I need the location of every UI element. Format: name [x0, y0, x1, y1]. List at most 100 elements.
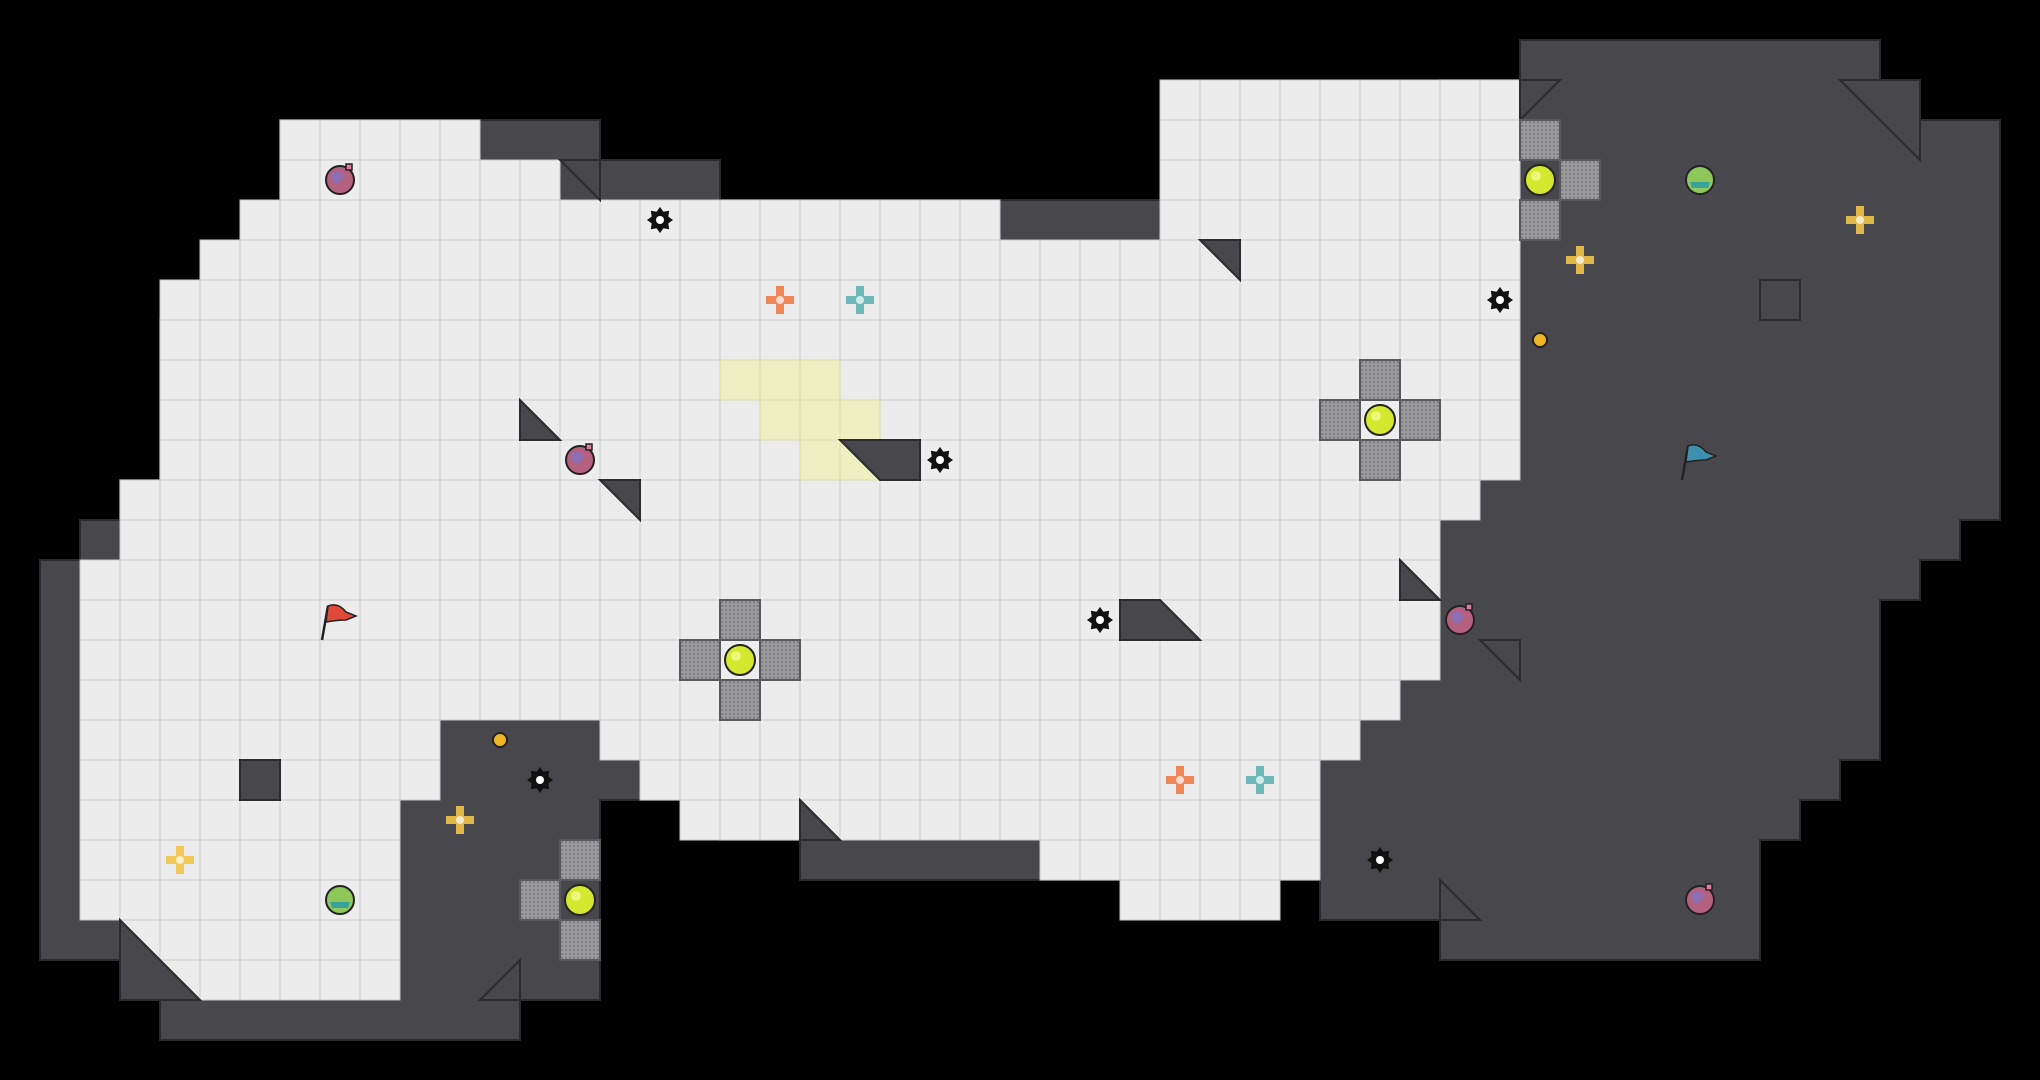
- floor-cell: [1279, 559, 1321, 601]
- floor-cell: [239, 639, 281, 681]
- floor-cell: [799, 639, 841, 681]
- floor-cell: [1399, 599, 1441, 641]
- purple-potion-icon[interactable]: [325, 163, 355, 195]
- floor-cell: [279, 199, 321, 241]
- floor-cell: [1399, 319, 1441, 361]
- green-gem-icon[interactable]: [1685, 165, 1715, 195]
- yellow-orb-icon[interactable]: [724, 644, 756, 676]
- floor-cell: [359, 159, 401, 201]
- floor-cell: [1119, 279, 1161, 321]
- floor-cell: [559, 359, 601, 401]
- orange-cross-icon[interactable]: [1166, 766, 1194, 794]
- floor-cell: [1279, 439, 1321, 481]
- teal-cross-icon[interactable]: [1246, 766, 1274, 794]
- grate-block: [719, 599, 761, 641]
- purple-potion-icon[interactable]: [1685, 883, 1715, 915]
- floor-cell: [239, 239, 281, 281]
- yellow-cross-icon[interactable]: [166, 846, 194, 874]
- floor-cell: [1399, 239, 1441, 281]
- floor-cell: [839, 799, 881, 841]
- floor-cell: [999, 399, 1041, 441]
- floor-cell: [1079, 719, 1121, 761]
- floor-cell: [1239, 279, 1281, 321]
- floor-cell: [839, 359, 881, 401]
- teal-cross-icon[interactable]: [846, 286, 874, 314]
- floor-cell: [1199, 519, 1241, 561]
- floor-cell: [599, 359, 641, 401]
- floor-cell: [1399, 79, 1441, 121]
- floor-cell: [1359, 599, 1401, 641]
- floor-cell: [479, 159, 521, 201]
- floor-cell: [679, 239, 721, 281]
- floor-cell: [199, 599, 241, 641]
- yellow-orb-icon[interactable]: [564, 884, 596, 916]
- floor-cell: [1479, 119, 1521, 161]
- floor-cell: [559, 399, 601, 441]
- floor-cell: [919, 599, 961, 641]
- floor-cell: [999, 639, 1041, 681]
- floor-cell: [359, 479, 401, 521]
- floor-cell: [879, 559, 921, 601]
- player-blue-flag[interactable]: [1680, 444, 1719, 481]
- orange-cross-icon[interactable]: [766, 286, 794, 314]
- floor-cell: [479, 399, 521, 441]
- ramp-block: [519, 397, 563, 441]
- floor-cell: [519, 239, 561, 281]
- floor-cell: [1239, 479, 1281, 521]
- floor-cell: [199, 799, 241, 841]
- floor-cell: [1399, 159, 1441, 201]
- floor-cell: [959, 679, 1001, 721]
- gold-coin-icon[interactable]: [1532, 332, 1548, 348]
- green-gem-icon[interactable]: [325, 885, 355, 915]
- floor-cell: [519, 359, 561, 401]
- floor-cell: [679, 799, 721, 841]
- purple-potion-icon[interactable]: [565, 443, 595, 475]
- floor-cell: [1479, 79, 1521, 121]
- floor-cell: [439, 199, 481, 241]
- floor-cell: [639, 479, 681, 521]
- ramp-block: [1519, 79, 1563, 123]
- floor-cell: [639, 279, 681, 321]
- floor-cell: [359, 719, 401, 761]
- floor-cell: [79, 719, 121, 761]
- floor-cell: [199, 759, 241, 801]
- floor-cell: [1039, 799, 1081, 841]
- floor-cell: [159, 319, 201, 361]
- floor-cell: [1119, 519, 1161, 561]
- floor-cell: [1079, 359, 1121, 401]
- floor-cell: [1239, 79, 1281, 121]
- floor-cell: [799, 239, 841, 281]
- yellow-cross-icon[interactable]: [446, 806, 474, 834]
- floor-cell: [399, 119, 441, 161]
- ramp-blocks: [119, 79, 1921, 1001]
- purple-potion-icon[interactable]: [1445, 603, 1475, 635]
- floor-cell: [719, 759, 761, 801]
- floor-cell: [399, 639, 441, 681]
- floor-cell: [879, 399, 921, 441]
- floor-cell: [959, 199, 1001, 241]
- grate-block: [519, 879, 561, 921]
- floor-cell: [1079, 519, 1121, 561]
- floor-cell: [399, 399, 441, 441]
- floor-cell: [1159, 359, 1201, 401]
- floor-cell: [1039, 239, 1081, 281]
- floor-cell: [319, 279, 361, 321]
- floor-cell: [1239, 839, 1281, 881]
- floor-cell: [919, 399, 961, 441]
- yellow-cross-icon[interactable]: [1566, 246, 1594, 274]
- floor-cell: [119, 479, 161, 521]
- floor-cell: [959, 239, 1001, 281]
- floor-cell: [879, 599, 921, 641]
- yellow-cross-icon[interactable]: [1846, 206, 1874, 234]
- yellow-orb-icon[interactable]: [1524, 164, 1556, 196]
- player-red-flag[interactable]: [320, 604, 359, 641]
- floor-cell: [1399, 199, 1441, 241]
- floor-cell: [839, 519, 881, 561]
- floor-cell: [959, 759, 1001, 801]
- floor-cell: [1199, 599, 1241, 641]
- yellow-orb-icon[interactable]: [1364, 404, 1396, 436]
- gold-coin-icon[interactable]: [492, 732, 508, 748]
- floor-cell: [1039, 439, 1081, 481]
- floor-cell: [1159, 479, 1201, 521]
- spike-mine-icon: [927, 447, 953, 473]
